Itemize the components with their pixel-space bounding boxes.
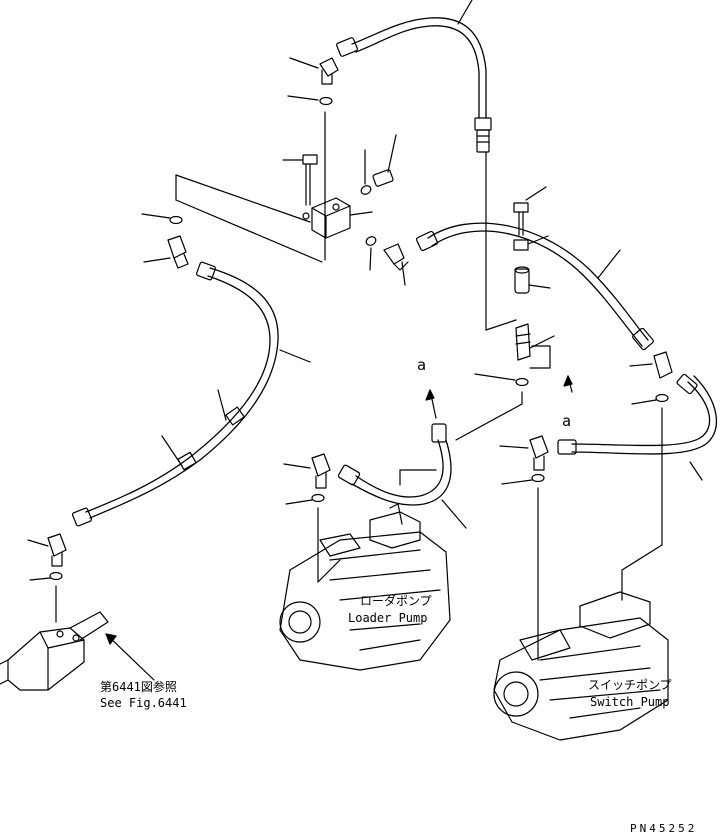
right-vertical-leaders xyxy=(486,152,550,368)
callout-arrow-lower xyxy=(564,376,572,392)
reference-label-jp: 第6441図参照 xyxy=(100,680,177,694)
callout-arrow-upper xyxy=(426,390,436,418)
block-o-ring xyxy=(365,235,378,270)
right-bolt xyxy=(514,187,546,235)
center-left-o-ring xyxy=(286,495,324,583)
spacer-collar xyxy=(515,267,550,293)
center-right-elbow xyxy=(500,436,548,470)
switch-pump-label-jp: スイッチポンプ xyxy=(588,678,672,692)
right-o-ring xyxy=(622,395,668,601)
small-o-ring xyxy=(360,150,373,196)
callout-a-upper: a xyxy=(417,356,427,374)
tee-fitting xyxy=(516,324,554,360)
left-elbow-upper xyxy=(144,236,188,268)
top-o-ring xyxy=(288,96,332,260)
right-upper-hose xyxy=(416,223,654,350)
straight-adapter xyxy=(372,135,396,187)
switch-pump-drawing xyxy=(494,592,668,740)
left-long-hose xyxy=(72,262,310,527)
left-elbow-lower xyxy=(28,534,66,566)
center-hose xyxy=(338,424,466,528)
top-hose xyxy=(336,0,491,152)
valve-block xyxy=(303,198,372,238)
center-right-o-ring xyxy=(502,475,544,651)
center-left-elbow xyxy=(284,454,330,488)
grouping-bracket-left xyxy=(176,175,322,262)
loader-pump-drawing xyxy=(280,504,450,670)
callout-a-lower: a xyxy=(562,412,572,430)
loader-pump-label-jp: ローダポンプ xyxy=(360,594,432,608)
drawing-id: PN45252 xyxy=(630,822,698,835)
top-elbow-fitting xyxy=(290,58,338,84)
loader-pump-label-en: Loader Pump xyxy=(348,611,428,625)
block-elbow xyxy=(384,244,408,285)
reference-label-en: See Fig.6441 xyxy=(100,696,187,710)
reference-component xyxy=(0,612,154,690)
switch-pump-label-en: Switch Pump xyxy=(590,695,670,709)
right-lower-hose xyxy=(558,374,716,480)
right-elbow xyxy=(630,352,672,378)
left-o-ring-upper xyxy=(142,214,182,224)
left-o-ring-lower xyxy=(30,573,62,623)
center-o-ring xyxy=(456,374,528,440)
mounting-bolt xyxy=(283,155,317,205)
